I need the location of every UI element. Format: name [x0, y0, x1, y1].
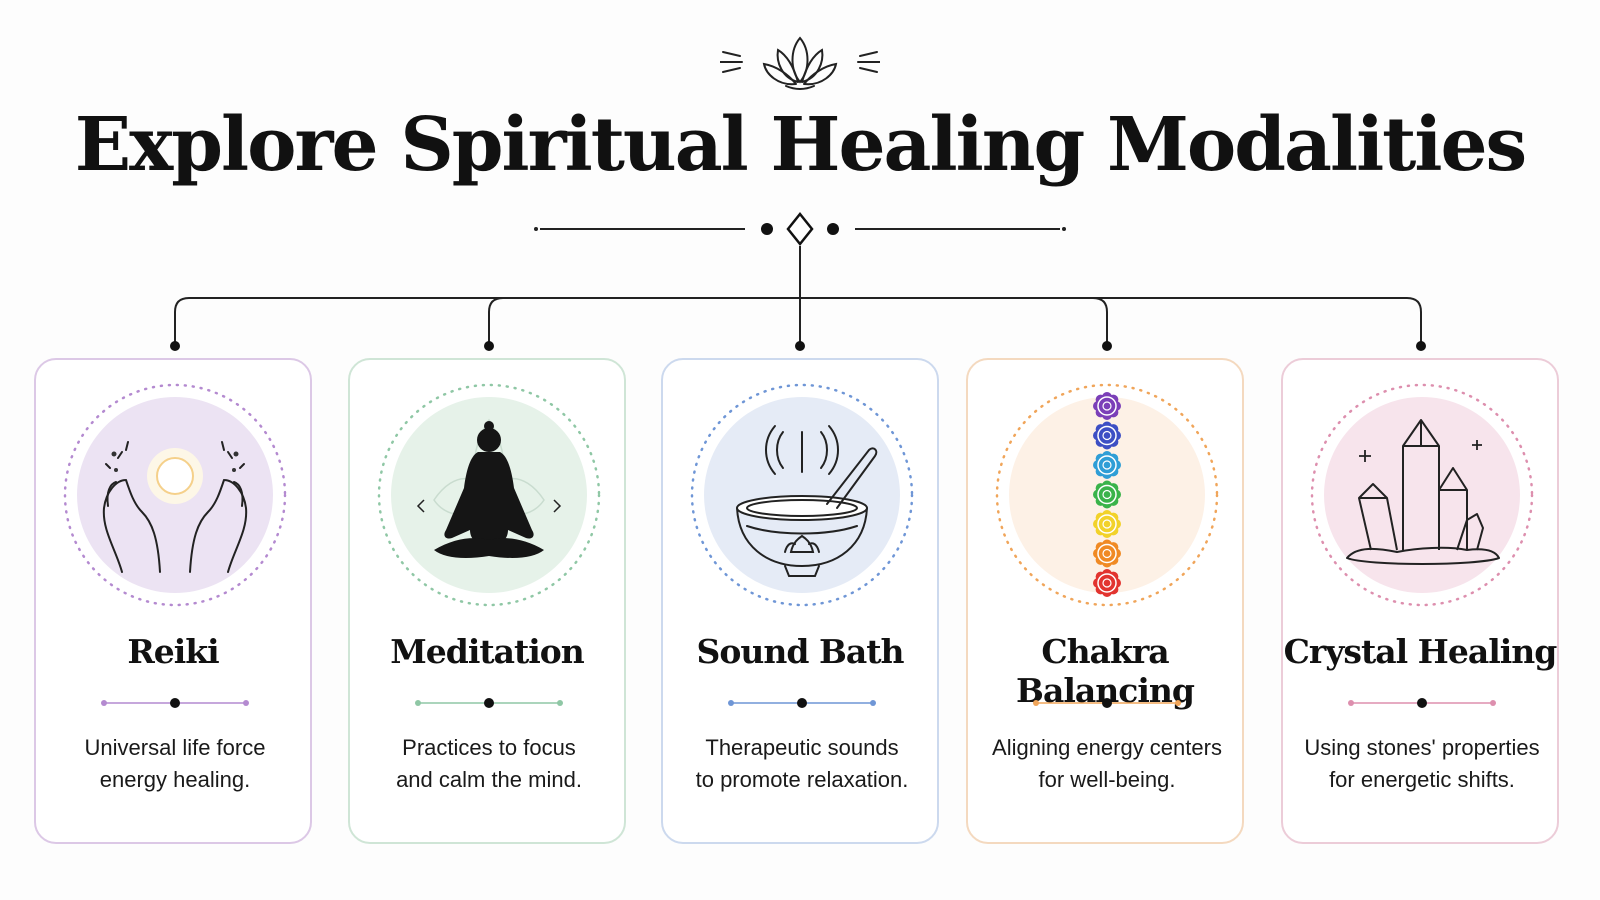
card-separator	[415, 698, 563, 708]
chakra-symbol	[1093, 510, 1121, 538]
modality-name: Meditation	[390, 632, 585, 671]
chakra-symbol	[1093, 539, 1121, 568]
chakra-symbol	[1093, 569, 1121, 597]
diagram-connectors	[170, 211, 1426, 351]
card-separator	[101, 698, 249, 708]
diamond-ornament	[534, 211, 1066, 247]
lotus-icon	[720, 36, 880, 90]
meditating-figure-icon	[416, 418, 562, 558]
chakra-symbol	[1093, 421, 1121, 450]
modality-name: Sound Bath	[696, 632, 905, 671]
modality-card-crystal-healing[interactable]: Crystal Healing Using stones' properties…	[1281, 358, 1559, 844]
page-title: Explore Spiritual Healing Modalities	[74, 102, 1527, 188]
chakra-symbol	[1093, 392, 1121, 420]
healing-hands-icon	[102, 441, 248, 573]
chakra-symbol	[1093, 451, 1121, 479]
modality-card-chakra-balancing[interactable]: Chakra Balancing Aligning energy centers…	[966, 358, 1244, 844]
chakra-symbol	[1093, 480, 1121, 509]
singing-bowl-icon	[736, 425, 878, 577]
crystal-cluster-icon	[1346, 419, 1500, 565]
card-separator	[1033, 698, 1181, 708]
modality-name: Reiki	[127, 632, 219, 671]
card-separator	[728, 698, 876, 708]
chakra-column-icon	[1093, 392, 1121, 597]
modality-name: Crystal Healing	[1283, 632, 1558, 671]
card-separator	[1348, 698, 1496, 708]
